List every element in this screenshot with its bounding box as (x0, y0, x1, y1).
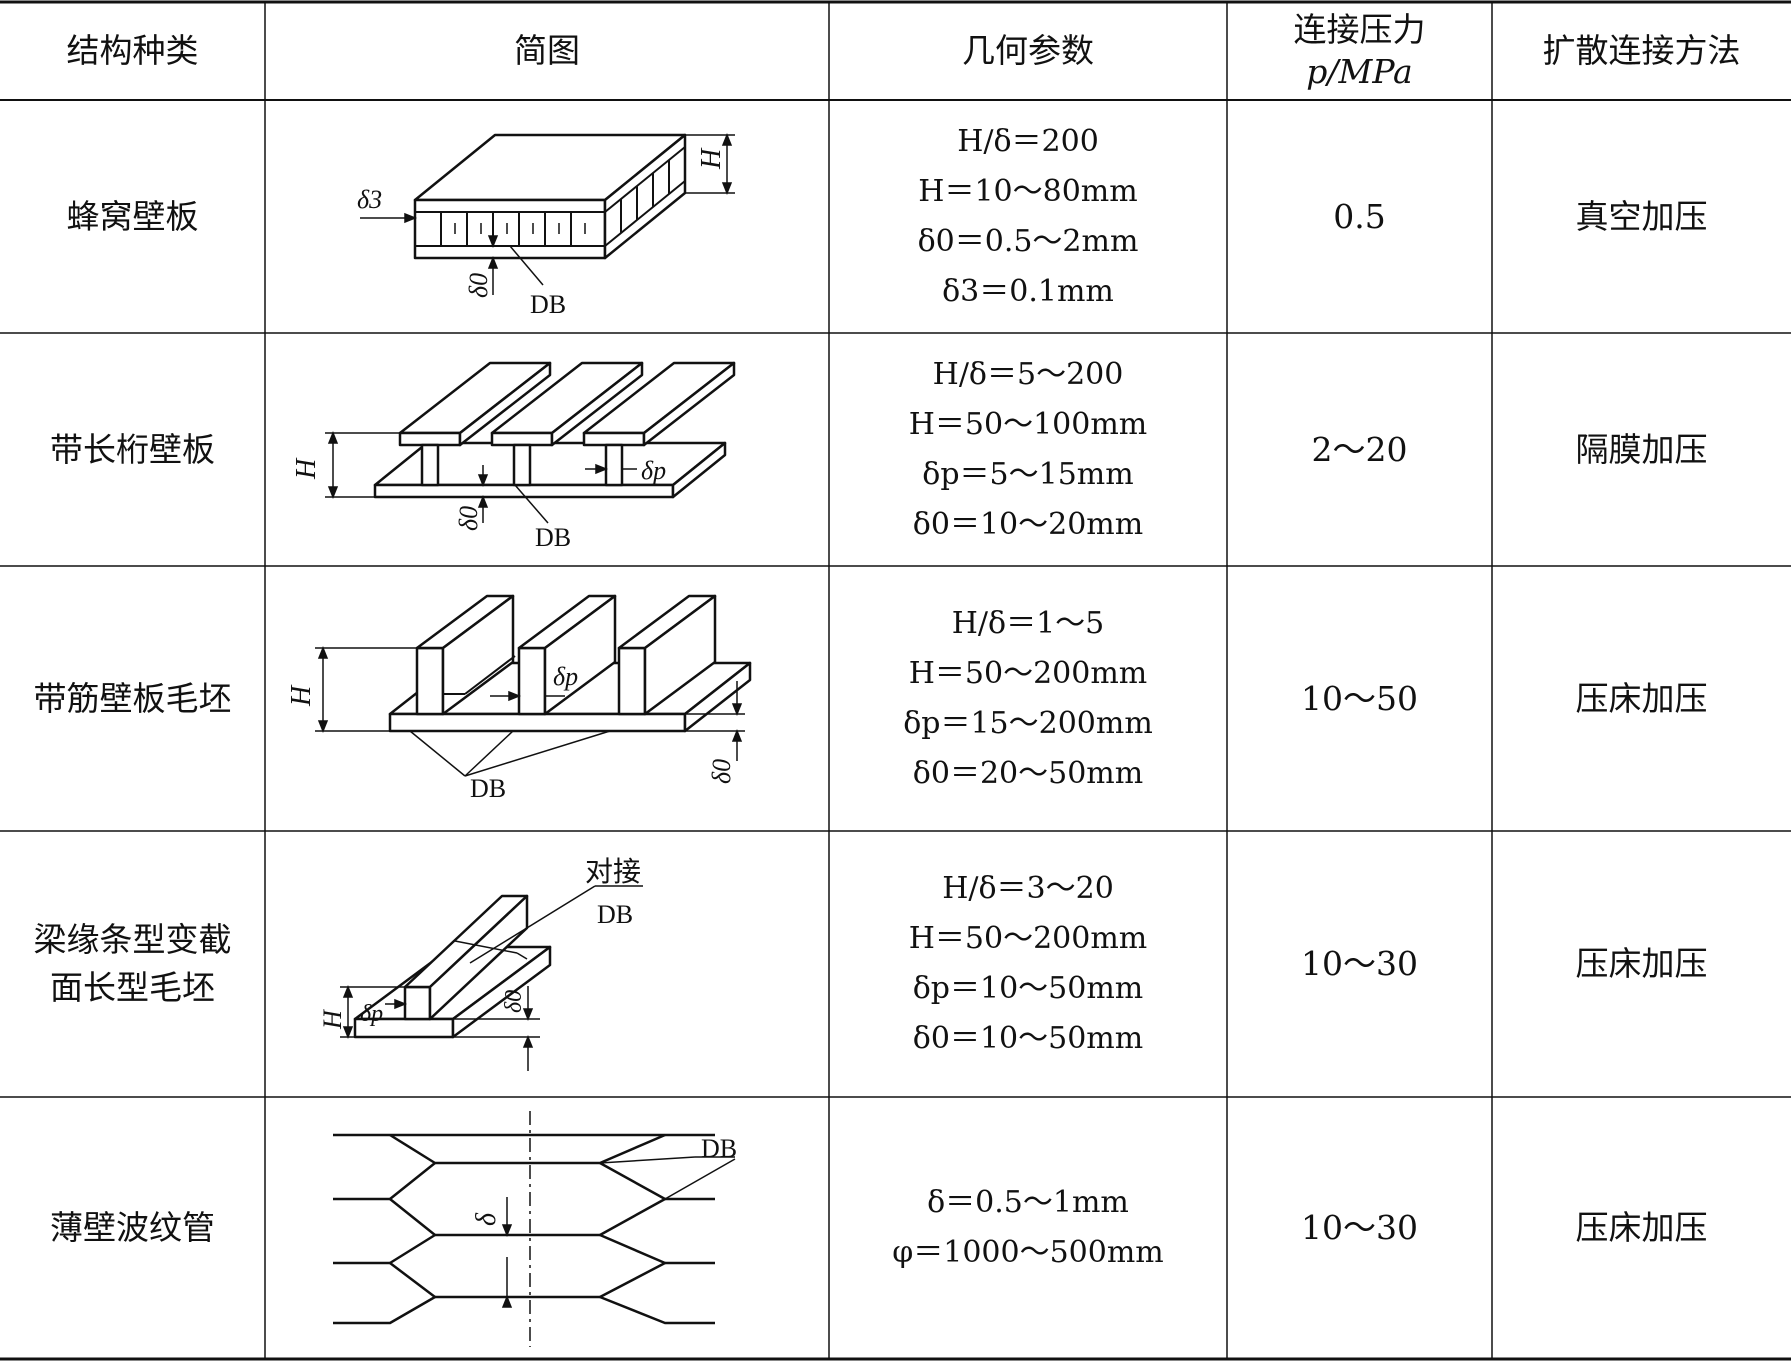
label-butt: 对接 (585, 856, 641, 888)
row2-pressure: 2～20 (1311, 429, 1408, 469)
row5-pressure: 10～30 (1301, 1208, 1418, 1247)
beam-flange-blank-sketch: 对接 DB H δp δ0 (318, 856, 643, 1071)
row3-params: H/δ＝1～5 H＝50～200mm δp＝15～200mm δ0＝20～50m… (829, 566, 1227, 831)
ribbed-panel-blank-sketch: H δp δ0 DB (286, 594, 752, 803)
param-line: H/δ＝200 (957, 123, 1099, 159)
row2-params: H/δ＝5～200 H＝50～100mm δp＝5～15mm δ0＝10～20m… (829, 333, 1227, 566)
header-pressure-line2: p/MPa (1306, 52, 1413, 91)
label-h: H (286, 684, 317, 707)
row4-structure: 梁缘条型变截 面长型毛坯 (0, 831, 265, 1097)
stringer-panel-sketch: H δp δ0 DB (291, 361, 736, 552)
label-dp: δp (360, 1001, 383, 1027)
label-d: δ (471, 1212, 502, 1226)
label-db: DB (470, 774, 506, 803)
label-dp: δp (553, 662, 578, 691)
label-d0: δ0 (464, 273, 493, 298)
row5-method: 压床加压 (1575, 1208, 1708, 1247)
header-geometry: 几何参数 (962, 31, 1094, 70)
label-h: H (318, 1009, 347, 1030)
row1-method: 真空加压 (1575, 196, 1708, 236)
honeycomb-panel-sketch: H δ3 δ0 DB (357, 132, 735, 319)
param-line: H/δ＝3～20 (942, 871, 1114, 906)
param-line: δ0＝0.5～2mm (917, 223, 1139, 259)
param-line: H＝10～80mm (918, 173, 1138, 209)
param-line: φ＝1000～500mm (892, 1235, 1164, 1270)
label-db: DB (535, 523, 571, 552)
row4-params: H/δ＝3～20 H＝50～200mm δp＝10～50mm δ0＝10～50m… (829, 831, 1227, 1097)
row3-method: 压床加压 (1575, 678, 1708, 718)
param-line: H/δ＝1～5 (951, 605, 1105, 641)
param-line: H＝50～200mm (908, 921, 1148, 956)
row3-pressure: 10～50 (1301, 678, 1418, 718)
row3-structure: 带筋壁板毛坯 (33, 678, 232, 718)
label-d0: δ0 (501, 990, 527, 1013)
row1-pressure: 0.5 (1333, 196, 1386, 236)
header-method: 扩散连接方法 (1542, 31, 1741, 70)
param-line: δp＝5～15mm (922, 456, 1134, 492)
row4-method: 压床加压 (1575, 944, 1708, 983)
label-db: DB (597, 900, 633, 929)
row2-method: 隔膜加压 (1575, 429, 1708, 469)
label-d0: δ0 (454, 506, 483, 531)
label-dp: δp (641, 456, 666, 485)
header-structure: 结构种类 (66, 31, 199, 70)
param-line: δp＝15～200mm (903, 705, 1153, 741)
param-line: H＝50～200mm (908, 655, 1148, 691)
param-line: H/δ＝5～200 (932, 356, 1124, 392)
label-d3: δ3 (357, 185, 382, 214)
label-h: H (696, 147, 727, 170)
bellows-tube-sketch: δ DB (333, 1111, 737, 1347)
header-pressure: 连接压力 p/MPa (1227, 2, 1492, 100)
param-line: δ3＝0.1mm (942, 273, 1114, 309)
param-line: δ0＝10～20mm (912, 506, 1144, 542)
structure-line: 梁缘条型变截 (33, 920, 232, 959)
label-d0: δ0 (707, 759, 736, 784)
param-line: H＝50～100mm (908, 406, 1148, 442)
row1-structure: 蜂窝壁板 (66, 196, 199, 236)
row2-structure: 带长桁壁板 (50, 429, 215, 469)
row5-structure: 薄壁波纹管 (50, 1208, 215, 1247)
param-line: δp＝10～50mm (912, 971, 1144, 1006)
header-pressure-line1: 连接压力 (1293, 10, 1426, 49)
structure-line: 面长型毛坯 (50, 968, 215, 1007)
label-h: H (291, 457, 322, 480)
param-line: δ＝0.5～1mm (927, 1185, 1129, 1220)
label-db: DB (530, 290, 566, 319)
row1-params: H/δ＝200 H＝10～80mm δ0＝0.5～2mm δ3＝0.1mm (829, 100, 1227, 333)
param-line: δ0＝20～50mm (912, 755, 1144, 791)
row4-pressure: 10～30 (1301, 944, 1418, 983)
row5-params: δ＝0.5～1mm φ＝1000～500mm (829, 1097, 1227, 1359)
header-sketch: 简图 (514, 31, 580, 70)
param-line: δ0＝10～50mm (912, 1021, 1144, 1056)
label-db: DB (701, 1134, 737, 1163)
